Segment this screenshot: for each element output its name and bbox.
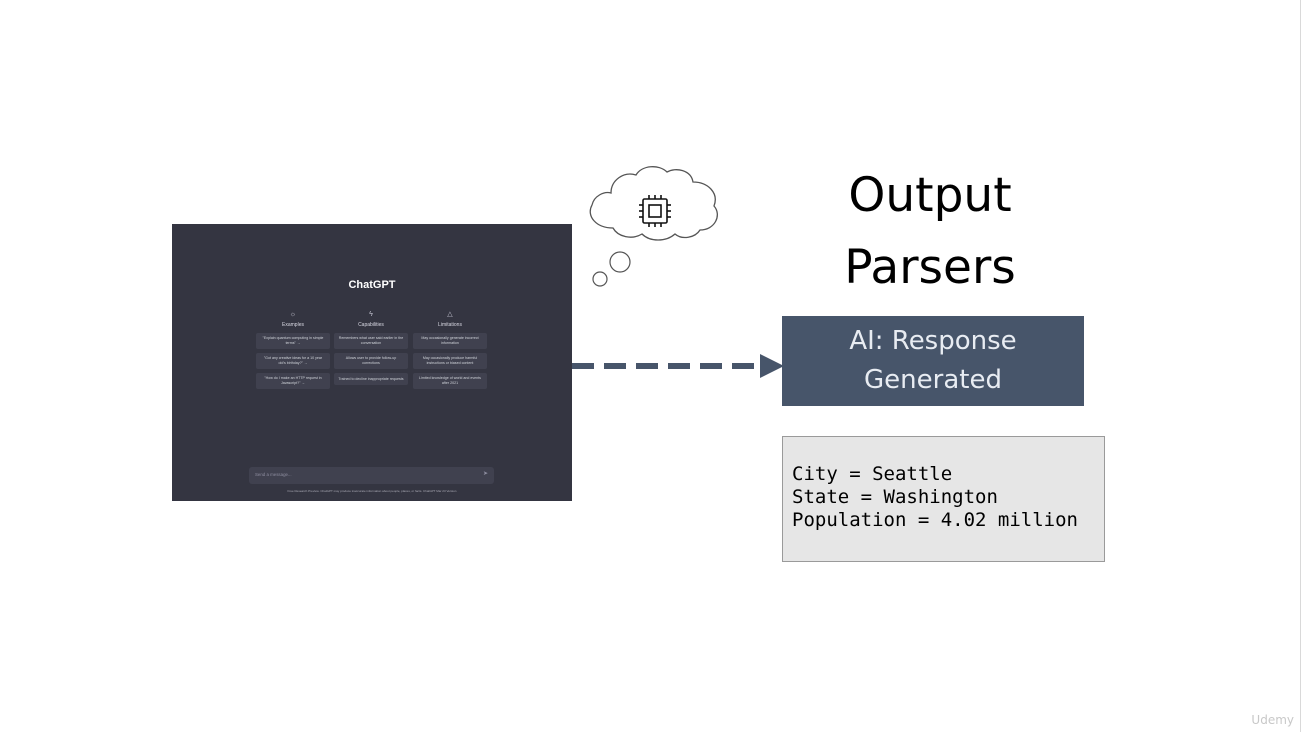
example-card[interactable]: "Got any creative ideas for a 10 year ol…	[256, 353, 330, 369]
lightning-icon: ϟ	[369, 311, 373, 318]
slide-title-line2: Parsers	[844, 240, 1016, 295]
chip-icon	[639, 195, 671, 227]
warning-icon: △	[447, 311, 453, 318]
response-line2: Generated	[864, 365, 1002, 395]
limitation-card: May occasionally produce harmful instruc…	[413, 353, 487, 369]
output-line-population: Population = 4.02 million	[792, 509, 1078, 531]
chatgpt-title: ChatGPT	[348, 279, 396, 291]
example-card[interactable]: "How do I make an HTTP request in Javasc…	[256, 373, 330, 389]
send-icon[interactable]: ➤	[482, 471, 488, 477]
response-line1: AI: Response	[849, 326, 1017, 356]
output-line-state: State = Washington	[792, 486, 998, 508]
limitation-card: Limited knowledge of world and events af…	[413, 373, 487, 389]
capability-card: Remembers what user said earlier in the …	[334, 333, 408, 349]
capabilities-column: ϟ Capabilities Remembers what user said …	[334, 310, 408, 389]
slide-edge-divider	[1300, 0, 1301, 732]
chatgpt-screenshot: ChatGPT ☼ Examples "Explain quantum comp…	[172, 224, 572, 501]
udemy-watermark: Udemy	[1251, 713, 1294, 727]
sun-icon: ☼	[289, 311, 297, 318]
capability-card: Trained to decline inappropriate request…	[334, 373, 408, 385]
limitations-column: △ Limitations May occasionally generate …	[413, 310, 487, 393]
example-card[interactable]: "Explain quantum computing in simple ter…	[256, 333, 330, 349]
parsed-output-box: City = Seattle State = Washington Popula…	[782, 436, 1105, 562]
limitation-card: May occasionally generate incorrect info…	[413, 333, 487, 349]
output-line-city: City = Seattle	[792, 463, 953, 485]
thought-cloud	[589, 166, 718, 287]
limitations-heading: Limitations	[438, 322, 462, 328]
dashed-arrow	[572, 354, 784, 378]
examples-heading: Examples	[282, 322, 304, 328]
message-input[interactable]: Send a message... ➤	[249, 467, 494, 484]
chatgpt-footer: Free Research Preview. ChatGPT may produ…	[287, 489, 457, 493]
capability-card: Allows user to provide follow-up correct…	[334, 353, 408, 369]
examples-column: ☼ Examples "Explain quantum computing in…	[256, 310, 330, 393]
slide-title-line1: Output	[848, 168, 1012, 223]
slide-title: Output Parsers	[784, 160, 1076, 304]
capabilities-heading: Capabilities	[358, 322, 384, 328]
message-input-placeholder: Send a message...	[255, 472, 292, 477]
response-generated-box: AI: Response Generated	[782, 316, 1084, 406]
